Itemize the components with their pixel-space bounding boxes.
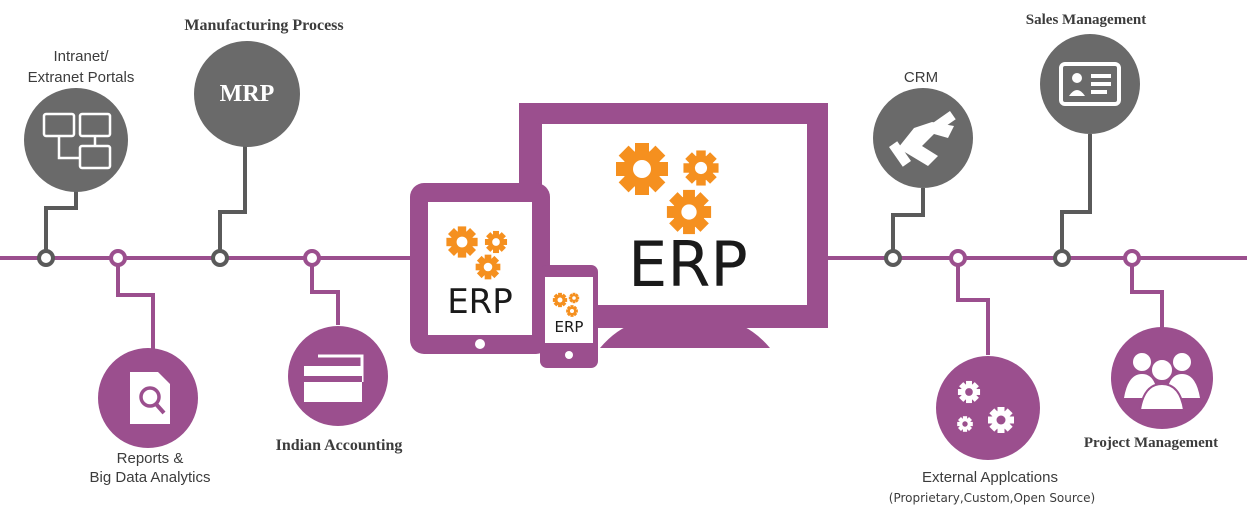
- intranet-node: [24, 88, 128, 192]
- mrp-node: [194, 41, 300, 147]
- tablet-erp-label: ERP: [447, 282, 513, 322]
- crm-label: CRM: [903, 69, 939, 86]
- handshake-icon: [889, 111, 956, 167]
- id-card-icon: [1059, 62, 1121, 106]
- project-node: [1111, 327, 1213, 429]
- external-label-line1: External Applcations: [922, 469, 1058, 486]
- cards-icon: [304, 354, 364, 402]
- intranet-label-line1: Intranet/: [53, 48, 109, 65]
- intranet-label-line2: Extranet Portals: [27, 69, 135, 86]
- reports-label-line2: Big Data Analytics: [89, 469, 211, 486]
- reports-node: [98, 348, 198, 448]
- phone-erp-label: ERP: [554, 318, 584, 336]
- reports-label-line1: Reports &: [116, 450, 184, 467]
- accounting-node: [288, 326, 388, 426]
- sales-node: [1040, 34, 1140, 134]
- mrp-badge: MRP: [219, 81, 275, 107]
- accounting-label: Indian Accounting: [275, 437, 403, 454]
- people-icon: [1124, 353, 1200, 411]
- tablet-device: [410, 183, 550, 354]
- external-node: [936, 356, 1040, 460]
- project-label: Project Management: [1083, 435, 1219, 451]
- mrp-title: Manufacturing Process: [184, 17, 344, 34]
- connectors: [44, 134, 1164, 358]
- sales-label: Sales Management: [1025, 12, 1147, 28]
- phone-device: [540, 265, 598, 368]
- timeline-markers: [37, 249, 1141, 267]
- report-search-icon: [130, 372, 170, 424]
- monitor-erp-label: ERP: [628, 228, 748, 301]
- crm-node: [873, 88, 973, 188]
- monitors-icon: [42, 112, 112, 170]
- external-label-line2: (Proprietary,Custom,Open Source): [888, 491, 1096, 505]
